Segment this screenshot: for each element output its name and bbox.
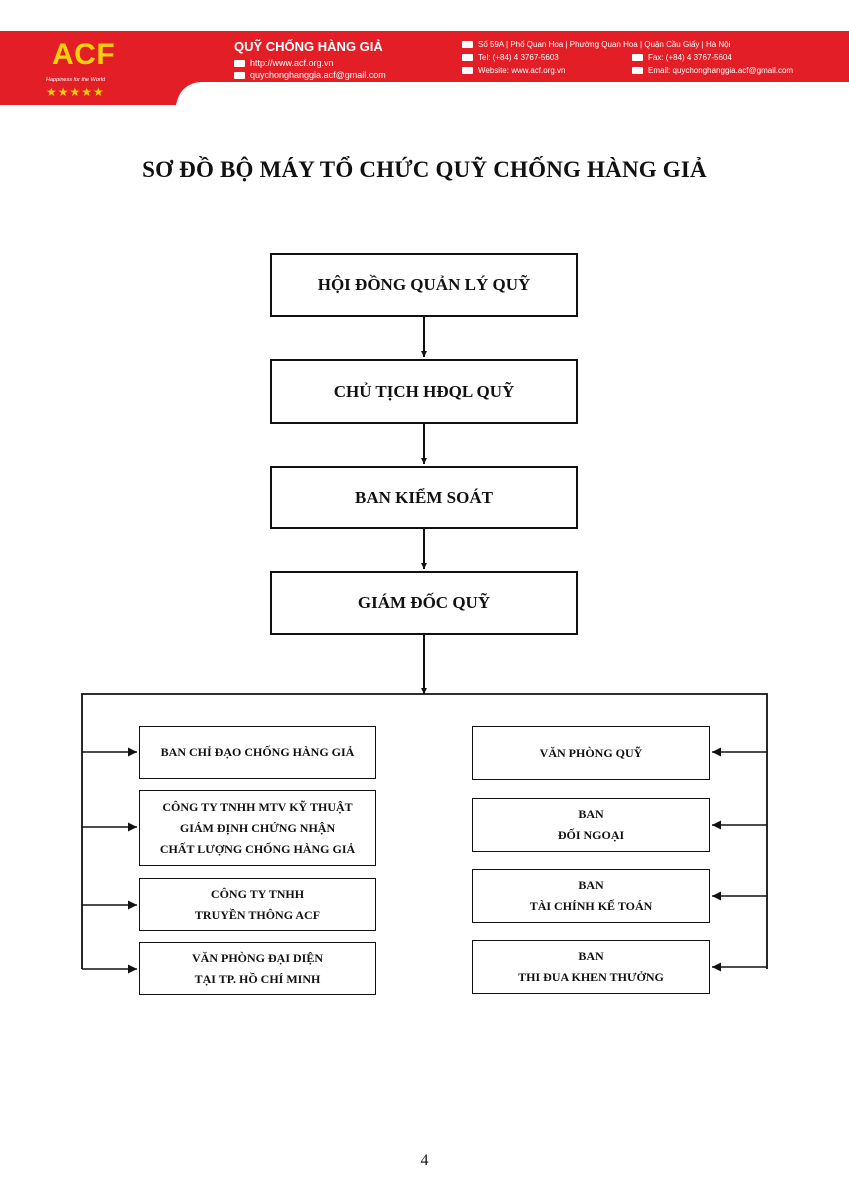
email-line: quychonghanggia.acf@gmail.com [234, 70, 386, 80]
left-unit-3-line-1: CÔNG TY TNHH [210, 886, 305, 901]
banner-background [0, 31, 849, 105]
right-unit-2: BAN ĐỐI NGOẠI [472, 798, 710, 852]
page-number: 4 [420, 1152, 429, 1169]
right-unit-2-line-1: BAN [578, 807, 604, 821]
phone-icon [462, 54, 473, 61]
chairman-node: CHỦ TỊCH HĐQL QUỸ [270, 359, 578, 424]
globe-icon [234, 59, 245, 67]
director-node: GIÁM ĐỐC QUỸ [270, 571, 578, 635]
mail-icon [234, 71, 245, 79]
home-icon [462, 41, 473, 48]
right-unit-3-line-1: BAN [578, 878, 604, 892]
right-unit-3: BAN TÀI CHÍNH KẾ TOÁN [472, 869, 710, 923]
website-label-line: Website: www.acf.org.vn [462, 66, 565, 75]
email-label-text[interactable]: Email: quychonghanggia.acf@gmail.com [648, 66, 794, 75]
website-line: http://www.acf.org.vn [234, 58, 334, 68]
left-unit-2-line-2: GIÁM ĐỊNH CHỨNG NHẬN [179, 820, 336, 835]
chairman-label: CHỦ TỊCH HĐQL QUỸ [333, 381, 515, 401]
left-unit-2-line-1: CÔNG TY TNHH MTV KỸ THUẬT [162, 799, 353, 814]
supervisory-board-node: BAN KIỂM SOÁT [270, 466, 578, 529]
right-unit-1-line-1: VĂN PHÒNG QUỸ [539, 745, 643, 760]
director-label: GIÁM ĐỐC QUỸ [357, 593, 491, 612]
left-unit-3-line-2: TRUYỀN THÔNG ACF [194, 907, 321, 922]
right-unit-4-line-1: BAN [578, 949, 604, 963]
org-name: QUỸ CHỐNG HÀNG GIẢ [234, 39, 383, 54]
left-unit-1: BAN CHỈ ĐẠO CHỐNG HÀNG GIẢ [139, 726, 376, 779]
logo: ACF [52, 38, 116, 71]
left-unit-2: CÔNG TY TNHH MTV KỸ THUẬT GIÁM ĐỊNH CHỨN… [139, 790, 376, 866]
fax-text: Fax: (+84) 4 3767-5604 [648, 53, 732, 62]
left-unit-4-line-2: TẠI TP. HỒ CHÍ MINH [194, 971, 321, 986]
tel-text: Tel: (+84) 4 3767-5603 [478, 53, 559, 62]
header-banner: ACF Happiness for the World ★★★★★ QUỸ CH… [0, 0, 849, 112]
right-unit-1: VĂN PHÒNG QUỸ [472, 726, 710, 780]
email-label-line: Email: quychonghanggia.acf@gmail.com [632, 66, 793, 75]
council-label: HỘI ĐỒNG QUẢN LÝ QUỸ [317, 275, 531, 294]
tel-line: Tel: (+84) 4 3767-5603 [462, 53, 559, 62]
page-title: SƠ ĐỒ BỘ MÁY TỔ CHỨC QUỸ CHỐNG HÀNG GIẢ [142, 157, 707, 182]
left-unit-2-line-3: CHẤT LƯỢNG CHỐNG HÀNG GIẢ [159, 841, 356, 856]
website-text[interactable]: http://www.acf.org.vn [250, 58, 334, 68]
supervisory-board-label: BAN KIỂM SOÁT [355, 487, 493, 507]
mail-icon [632, 67, 643, 74]
website-label-text[interactable]: Website: www.acf.org.vn [478, 66, 566, 75]
globe-icon [462, 67, 473, 74]
logo-stars: ★★★★★ [46, 85, 105, 99]
address-line: Số 59A | Phố Quan Hoa | Phường Quan Hoa … [462, 40, 730, 49]
left-unit-4-line-1: VĂN PHÒNG ĐẠI DIỆN [191, 950, 323, 965]
right-unit-3-line-2: TÀI CHÍNH KẾ TOÁN [529, 899, 653, 913]
council-node: HỘI ĐỒNG QUẢN LÝ QUỸ [270, 253, 578, 317]
address-text: Số 59A | Phố Quan Hoa | Phường Quan Hoa … [478, 40, 731, 49]
right-unit-4: BAN THI ĐUA KHEN THƯỞNG [472, 940, 710, 994]
right-unit-2-line-2: ĐỐI NGOẠI [557, 828, 625, 842]
units-bracket [81, 693, 768, 969]
logo-tagline: Happiness for the World [46, 77, 105, 83]
left-unit-4: VĂN PHÒNG ĐẠI DIỆN TẠI TP. HỒ CHÍ MINH [139, 942, 376, 995]
left-unit-3: CÔNG TY TNHH TRUYỀN THÔNG ACF [139, 878, 376, 931]
left-unit-1-line-1: BAN CHỈ ĐẠO CHỐNG HÀNG GIẢ [160, 745, 355, 759]
fax-icon [632, 54, 643, 61]
right-unit-4-line-2: THI ĐUA KHEN THƯỞNG [518, 970, 664, 984]
email-text[interactable]: quychonghanggia.acf@gmail.com [250, 70, 386, 80]
fax-line: Fax: (+84) 4 3767-5604 [632, 53, 732, 62]
